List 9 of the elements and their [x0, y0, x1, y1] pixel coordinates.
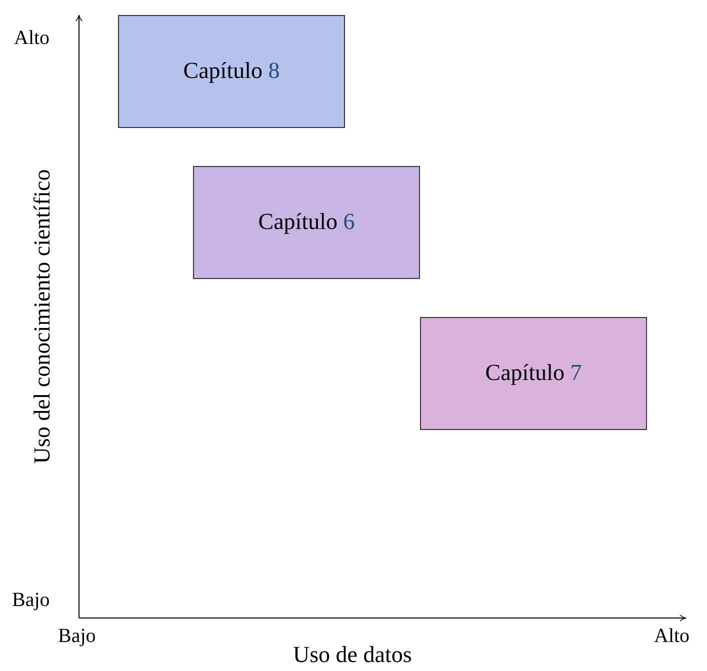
- chapter-box: Capítulo 7: [420, 317, 647, 430]
- axis-title: Uso del conocimiento científico: [30, 168, 54, 466]
- axis-tick-label: Bajo: [12, 590, 50, 610]
- axis-title: Uso de datos: [293, 643, 412, 666]
- axis-tick-label: Bajo: [58, 626, 96, 646]
- chapter-box: Capítulo 6: [193, 166, 420, 279]
- axis-tick-label: Alto: [654, 626, 690, 646]
- chapter-box: Capítulo 8: [118, 15, 345, 128]
- axis-tick-label: Alto: [14, 28, 50, 48]
